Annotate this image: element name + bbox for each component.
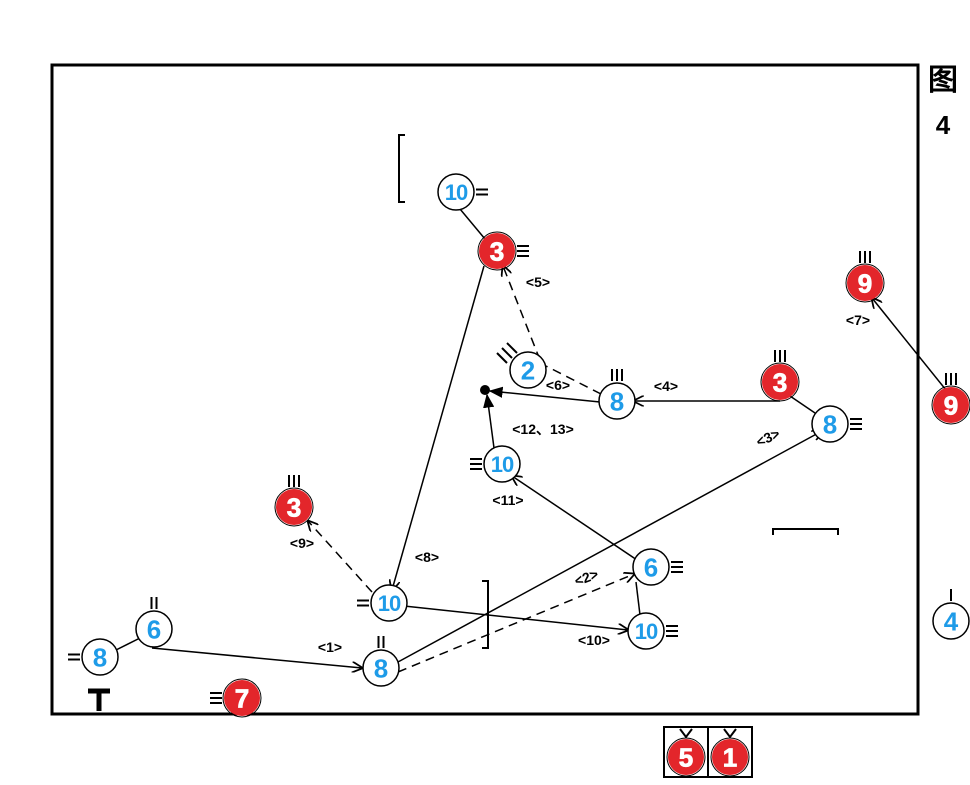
player-blue-10: 10 — [437, 173, 488, 211]
pass-8-to-2 — [545, 365, 602, 395]
line-3-to-8 — [789, 395, 816, 414]
facing-marks — [210, 692, 222, 704]
player-number: 5 — [679, 742, 693, 772]
player-number: 9 — [944, 390, 958, 420]
player-number: 10 — [445, 180, 468, 205]
facing-marks — [859, 251, 871, 263]
pass-10-to-ball — [483, 393, 495, 449]
facing-marks — [517, 245, 529, 257]
step-label: <5> — [526, 274, 550, 290]
facing-marks — [671, 561, 683, 573]
player-red-9: 9 — [931, 373, 970, 425]
facing-marks — [723, 728, 737, 739]
player-blue-8: 8 — [68, 638, 119, 676]
player-red-5: 5 — [666, 728, 706, 777]
facing-marks — [150, 597, 158, 609]
player-number: 8 — [374, 653, 388, 683]
player-red-1: 1 — [710, 728, 750, 777]
facing-marks — [666, 625, 678, 637]
player-number: 1 — [723, 742, 737, 772]
run-8-to-8 — [397, 431, 822, 663]
facing-marks — [611, 369, 623, 381]
facing-marks — [850, 418, 862, 430]
player-number: 7 — [235, 683, 249, 713]
bracket-right — [772, 528, 839, 535]
player-blue-8: 8 — [811, 405, 862, 443]
step-label: <2> — [572, 566, 600, 589]
run-3-to-10 — [392, 265, 485, 590]
player-red-7: 7 — [210, 678, 262, 718]
player-blue-6: 6 — [632, 548, 683, 586]
player-red-3: 3 — [274, 475, 314, 527]
player-number: 10 — [378, 591, 401, 616]
facing-marks — [68, 653, 80, 661]
pass-8-to-ball — [488, 386, 601, 403]
player-blue-10: 10 — [627, 612, 678, 650]
player-number: 3 — [287, 492, 301, 522]
facing-marks — [470, 458, 482, 470]
figure-number: 4 — [935, 110, 951, 140]
player-red-3: 3 — [477, 231, 529, 271]
step-label: <1> — [318, 639, 342, 655]
player-blue-10: 10 — [470, 445, 521, 483]
pass-2-to-3 — [503, 266, 541, 361]
player-number: 9 — [858, 268, 872, 298]
step-label: <6> — [546, 377, 570, 393]
player-blue-4: 4 — [932, 589, 970, 640]
player-number: 10 — [491, 452, 514, 477]
player-number: 8 — [610, 386, 624, 416]
player-number: 8 — [823, 409, 837, 439]
pass-10-to-3 — [308, 521, 373, 593]
pass-8-to-6 — [397, 574, 634, 673]
player-number: 8 — [93, 642, 107, 672]
player-number: 6 — [644, 552, 658, 582]
player-number: 10 — [635, 619, 658, 644]
player-number: 3 — [773, 367, 787, 397]
movement-lines — [111, 208, 947, 673]
run-6-to-8 — [151, 647, 362, 668]
player-red-9: 9 — [845, 251, 885, 303]
step-label: <7> — [846, 312, 870, 328]
player-number: 6 — [147, 614, 161, 644]
facing-marks — [679, 728, 693, 739]
t-marker — [88, 688, 110, 711]
field-boundary — [50, 63, 920, 716]
facing-marks — [288, 475, 300, 487]
step-label: <10> — [578, 632, 610, 648]
run-6-to-10 — [512, 476, 638, 561]
player-red-3: 3 — [760, 350, 800, 402]
step-label: <11> — [492, 492, 523, 508]
player-blue-8: 8 — [598, 369, 636, 420]
facing-marks — [945, 373, 957, 385]
player-blue-8: 8 — [362, 636, 400, 687]
ball-point — [480, 385, 490, 395]
facing-marks — [476, 188, 488, 196]
step-label: <3> — [754, 425, 783, 450]
player-number: 3 — [490, 236, 504, 266]
step-label: <9> — [290, 535, 314, 551]
facing-marks — [496, 342, 518, 364]
line-10-to-3 — [459, 208, 486, 240]
line-6-to-10 — [635, 581, 641, 616]
facing-marks — [357, 599, 369, 607]
run-9-to-9 — [872, 298, 947, 391]
player-number: 2 — [521, 355, 535, 385]
facing-marks — [774, 350, 786, 362]
player-number: 4 — [944, 606, 959, 636]
player-blue-6: 6 — [135, 597, 173, 648]
figure-title: 图 — [928, 63, 958, 98]
player-blue-10: 10 — [357, 584, 408, 622]
step-label: <8> — [415, 549, 439, 565]
step-label: <4> — [654, 378, 678, 394]
facing-marks — [377, 636, 385, 648]
player-blue-2: 2 — [496, 342, 547, 389]
run-10-to-10 — [403, 605, 628, 630]
bracket-top — [398, 134, 405, 203]
step-label: <12、13> — [512, 421, 574, 437]
